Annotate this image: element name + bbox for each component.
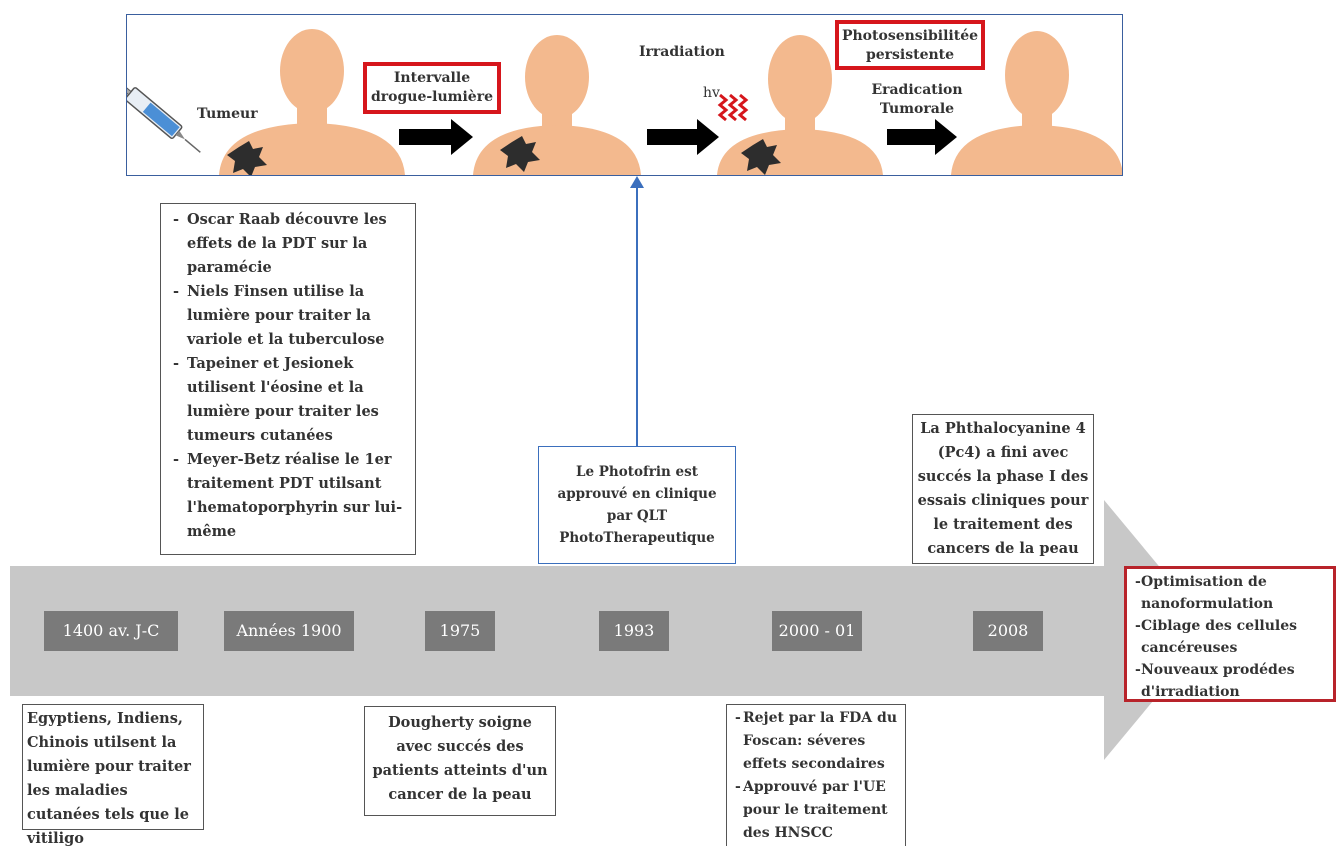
connector-arrowhead-icon: [630, 176, 644, 188]
irradiation-label: Irradiation: [639, 44, 725, 60]
photosensitivity-label-box: Photosensibilitée persistente: [835, 20, 985, 70]
connector-line: [636, 178, 638, 446]
year-1400bc: 1400 av. J-C: [44, 611, 178, 651]
year-1993: 1993: [599, 611, 669, 651]
hv-label: hv: [703, 85, 720, 101]
event-box-1900s: Oscar Raab découvre les effets de la PDT…: [160, 203, 416, 555]
arrow-2-icon: [647, 119, 719, 155]
eradication-label: Eradication Tumorale: [871, 82, 963, 117]
syringe-icon: [127, 81, 201, 153]
event-box-1993: Le Photofrin est approuvé en clinique pa…: [538, 446, 736, 564]
tumor-shape-3: [741, 139, 781, 175]
event-2000-item-2: Approuvé par l'UE pour le traitement des…: [729, 776, 901, 845]
future-item-1: Optimisation de nanoformulation: [1129, 571, 1329, 615]
light-wave-icon: [717, 93, 749, 122]
future-item-2: Ciblage des cellules cancéreuses: [1129, 615, 1329, 659]
arrow-3-icon: [887, 119, 957, 155]
year-2008: 2008: [973, 611, 1043, 651]
pdt-process-illustration: [127, 29, 1122, 175]
interval-label-box: Intervalle drogue-lumière: [363, 62, 501, 114]
event-1900s-item-2: Niels Finsen utilise la lumière pour tra…: [167, 280, 409, 352]
event-1900s-item-1: Oscar Raab découvre les effets de la PDT…: [167, 208, 409, 280]
future-item-3: Nouveaux prodédes d'irradiation: [1129, 659, 1329, 703]
year-1900s: Années 1900: [224, 611, 354, 651]
event-1900s-item-3: Tapeiner et Jesionek utilisent l'éosine …: [167, 352, 409, 448]
tumor-shape-1: [227, 141, 267, 175]
event-2000-item-1: Rejet par la FDA du Foscan: séveres effe…: [729, 707, 901, 776]
event-box-2000-01: Rejet par la FDA du Foscan: séveres effe…: [726, 704, 906, 846]
tumor-label: Tumeur: [197, 106, 258, 122]
patient-figure-1: [219, 29, 405, 175]
pdt-process-panel: Tumeur Intervalle drogue-lumière Irradia…: [126, 14, 1123, 176]
arrow-1-icon: [399, 119, 473, 155]
event-box-ancient: Egyptiens, Indiens, Chinois utilsent la …: [22, 704, 204, 847]
event-box-1975: Dougherty soigne avec succés des patient…: [364, 706, 556, 816]
event-box-2008: La Phthalocyanine 4 (Pc4) a fini avec su…: [912, 414, 1094, 564]
year-2000-01: 2000 - 01: [772, 611, 862, 651]
tumor-shape-2: [500, 136, 540, 172]
future-directions-box: Optimisation de nanoformulation Ciblage …: [1124, 566, 1336, 702]
patient-figure-4: [951, 31, 1122, 175]
event-1900s-item-4: Meyer-Betz réalise le 1er traitement PDT…: [167, 448, 409, 544]
year-1975: 1975: [425, 611, 495, 651]
